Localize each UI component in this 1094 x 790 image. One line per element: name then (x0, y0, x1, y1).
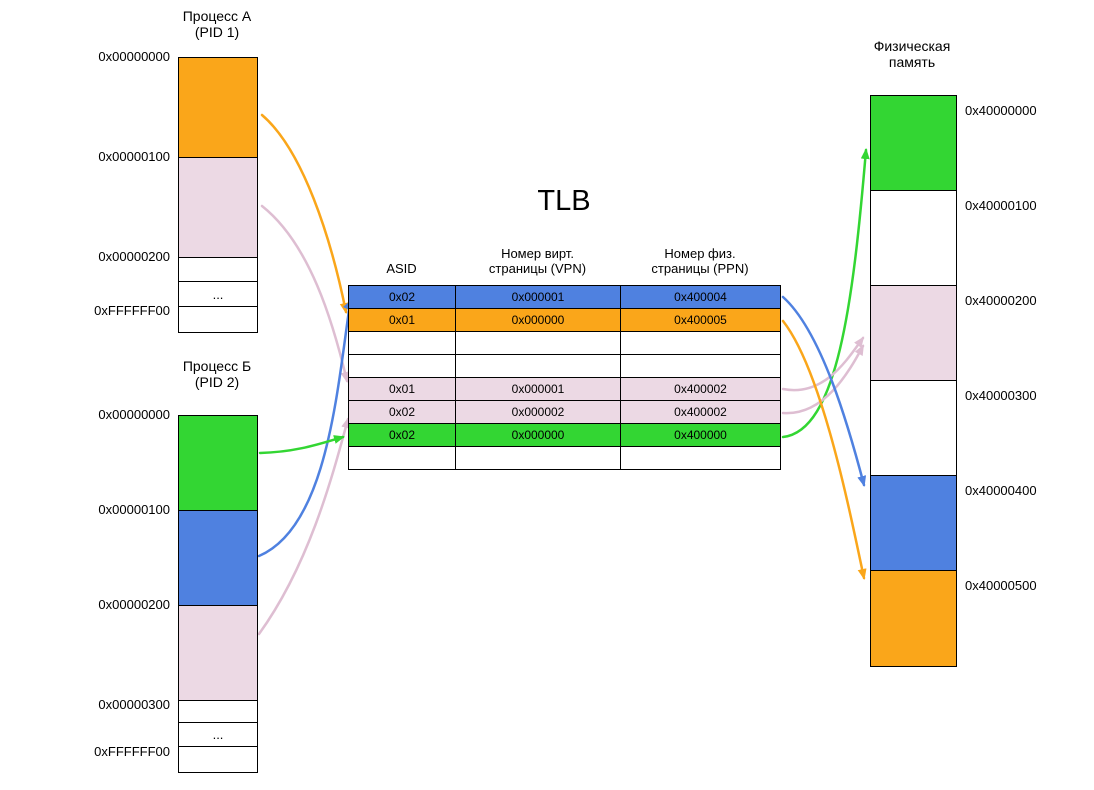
process-a-title: Процесс А (PID 1) (168, 8, 266, 40)
tlb-cell-asid (349, 447, 456, 470)
physical-memory-column (870, 95, 957, 667)
address-label: 0x40000500 (965, 578, 1037, 593)
arrow-a-orange-to-tlb (260, 113, 349, 314)
tlb-header-ppn-line2: страницы (PPN) (651, 261, 749, 276)
process-b-title-line1: Процесс Б (182, 358, 252, 374)
tlb-cell-vpn: 0x000002 (456, 401, 621, 424)
tlb-cell-vpn (456, 447, 621, 470)
tlb-cell-asid (349, 355, 456, 378)
process-a-memory: ... (178, 57, 258, 333)
address-label: 0x00000100 (98, 502, 170, 517)
process-b-block-blue (179, 511, 257, 606)
arrow-tlb-pink1-to-phys (781, 336, 865, 392)
tlb-title: TLB (537, 185, 591, 217)
address-label: 0x00000200 (98, 249, 170, 264)
arrow-b-green-to-tlb (258, 435, 345, 455)
tlb-cell-asid: 0x02 (349, 286, 456, 309)
tlb-row: 0x01 0x000001 0x400002 (349, 378, 781, 401)
address-label: 0x40000100 (965, 198, 1037, 213)
address-label: 0x40000200 (965, 293, 1037, 308)
process-b-title-line2: (PID 2) (194, 374, 240, 390)
arrow-tlb-blue-to-phys (781, 295, 867, 487)
process-b-block-ellipsis: ... (179, 723, 257, 747)
process-a-block-pink (179, 158, 257, 258)
tlb-cell-vpn: 0x000001 (456, 378, 621, 401)
tlb-cell-ppn: 0x400002 (621, 401, 781, 424)
tlb-cell-ppn: 0x400004 (621, 286, 781, 309)
process-b-block-last (179, 747, 257, 772)
address-label: 0x40000000 (965, 103, 1037, 118)
address-label: 0x00000200 (98, 597, 170, 612)
tlb-header-vpn: Номер вирт. страницы (VPN) (455, 246, 620, 276)
process-b-block-pink (179, 606, 257, 701)
physical-memory-title: Физическая память (852, 38, 972, 70)
tlb-cell-ppn (621, 447, 781, 470)
tlb-row: 0x02 0x000002 0x400002 (349, 401, 781, 424)
tlb-cell-vpn: 0x000000 (456, 424, 621, 447)
process-b-block-white (179, 701, 257, 723)
tlb-cell-vpn (456, 355, 621, 378)
tlb-cell-asid: 0x01 (349, 378, 456, 401)
address-label: 0x00000000 (98, 49, 170, 64)
tlb-row: 0x02 0x000000 0x400000 (349, 424, 781, 447)
tlb-cell-ppn: 0x400005 (621, 309, 781, 332)
tlb-row: 0x02 0x000001 0x400004 (349, 286, 781, 309)
arrow-a-pink-to-tlb (260, 204, 350, 383)
address-label: 0x40000300 (965, 388, 1037, 403)
tlb-cell-vpn (456, 332, 621, 355)
physical-block-orange (871, 571, 956, 666)
process-a-block-ellipsis: ... (179, 282, 257, 307)
tlb-row (349, 447, 781, 470)
tlb-cell-vpn: 0x000001 (456, 286, 621, 309)
physical-block-green (871, 96, 956, 191)
tlb-cell-ppn: 0x400002 (621, 378, 781, 401)
arrow-tlb-green-to-phys (781, 148, 870, 439)
address-label: 0x00000100 (98, 149, 170, 164)
physical-block-pink (871, 286, 956, 381)
tlb-cell-asid (349, 332, 456, 355)
arrow-b-blue-to-tlb (257, 299, 353, 558)
tlb-header-asid: ASID (386, 261, 417, 276)
tlb-row: 0x01 0x000000 0x400005 (349, 309, 781, 332)
process-a-block-orange (179, 58, 257, 158)
tlb-row (349, 332, 781, 355)
tlb-cell-vpn: 0x000000 (456, 309, 621, 332)
tlb-cell-asid: 0x02 (349, 401, 456, 424)
tlb-row (349, 355, 781, 378)
physical-memory-title-line2: память (888, 54, 936, 70)
physical-block-white1 (871, 191, 956, 286)
address-label: 0xFFFFFF00 (94, 303, 170, 318)
tlb-table: 0x02 0x000001 0x400004 0x01 0x000000 0x4… (348, 285, 781, 470)
process-b-memory: ... (178, 415, 258, 773)
process-b-title: Процесс Б (PID 2) (168, 358, 266, 390)
tlb-header-vpn-line1: Номер вирт. (501, 246, 574, 261)
process-b-block-green (179, 416, 257, 511)
address-label: 0x00000300 (98, 697, 170, 712)
tlb-cell-ppn: 0x400000 (621, 424, 781, 447)
tlb-cell-asid: 0x02 (349, 424, 456, 447)
physical-block-white2 (871, 381, 956, 476)
tlb-cell-asid: 0x01 (349, 309, 456, 332)
tlb-cell-ppn (621, 355, 781, 378)
address-label: 0x00000000 (98, 407, 170, 422)
arrow-tlb-pink2-to-phys (781, 344, 865, 415)
process-a-title-line1: Процесс А (182, 8, 252, 24)
tlb-header-ppn-line1: Номер физ. (664, 246, 736, 261)
arrow-b-pink-to-tlb (257, 417, 350, 636)
tlb-header-vpn-line2: страницы (VPN) (488, 261, 587, 276)
process-a-title-line2: (PID 1) (194, 24, 240, 40)
physical-block-blue (871, 476, 956, 571)
tlb-header-ppn: Номер физ. страницы (PPN) (620, 246, 780, 276)
physical-memory-title-line1: Физическая (873, 38, 951, 54)
arrow-tlb-orange-to-phys (781, 319, 867, 580)
address-label: 0x40000400 (965, 483, 1037, 498)
process-a-block-white (179, 258, 257, 282)
tlb-cell-ppn (621, 332, 781, 355)
process-a-block-last (179, 307, 257, 332)
address-label: 0xFFFFFF00 (94, 744, 170, 759)
